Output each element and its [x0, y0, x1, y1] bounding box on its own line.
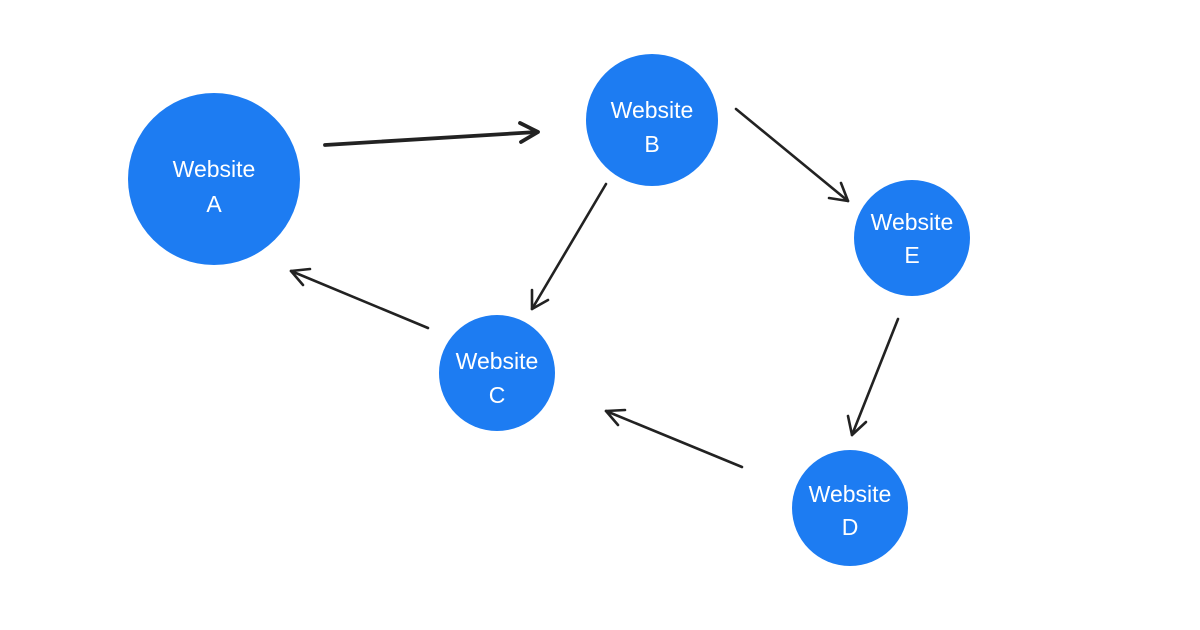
node-website-a-label-line2: A	[206, 191, 222, 217]
node-website-a-circle	[128, 93, 300, 265]
node-website-b-circle	[586, 54, 718, 186]
node-website-d-label-line1: Website	[809, 481, 892, 507]
nodes: Website A Website B Website C Website D …	[128, 54, 970, 566]
edge-b-to-e	[734, 107, 850, 203]
edge-d-to-c-line	[604, 409, 744, 469]
node-website-e-label-line2: E	[904, 242, 919, 268]
edge-b-to-c	[530, 182, 608, 311]
node-website-e-circle	[854, 180, 970, 296]
edge-b-to-c-arrowhead	[530, 288, 550, 311]
node-website-b: Website B	[586, 54, 718, 186]
edge-a-to-b-line	[323, 130, 539, 147]
edge-e-to-d	[846, 317, 900, 437]
edge-d-to-c	[604, 408, 744, 469]
edge-a-to-b-arrowhead	[518, 121, 540, 144]
node-website-e: Website E	[854, 180, 970, 296]
edges	[289, 107, 900, 469]
node-website-a-label-line1: Website	[173, 156, 256, 182]
edge-c-to-a-arrowhead	[289, 267, 312, 287]
edge-c-to-a-line	[289, 269, 430, 330]
edge-b-to-e-line	[734, 107, 850, 203]
node-website-c: Website C	[439, 315, 555, 431]
node-website-e-label-line1: Website	[871, 209, 954, 235]
node-website-d: Website D	[792, 450, 908, 566]
node-website-d-circle	[792, 450, 908, 566]
edge-d-to-c-arrowhead	[604, 408, 627, 427]
node-website-a: Website A	[128, 93, 300, 265]
edge-b-to-e-arrowhead	[827, 181, 850, 203]
node-website-c-circle	[439, 315, 555, 431]
edge-e-to-d-arrowhead	[846, 414, 868, 437]
node-website-d-label-line2: D	[842, 514, 859, 540]
node-website-b-label-line2: B	[644, 131, 659, 157]
edge-e-to-d-line	[850, 317, 900, 437]
edge-c-to-a	[289, 267, 430, 330]
node-website-b-label-line1: Website	[611, 97, 694, 123]
node-website-c-label-line2: C	[489, 382, 506, 408]
edge-b-to-c-line	[530, 182, 608, 311]
node-website-c-label-line1: Website	[456, 348, 539, 374]
edge-a-to-b	[323, 121, 540, 147]
